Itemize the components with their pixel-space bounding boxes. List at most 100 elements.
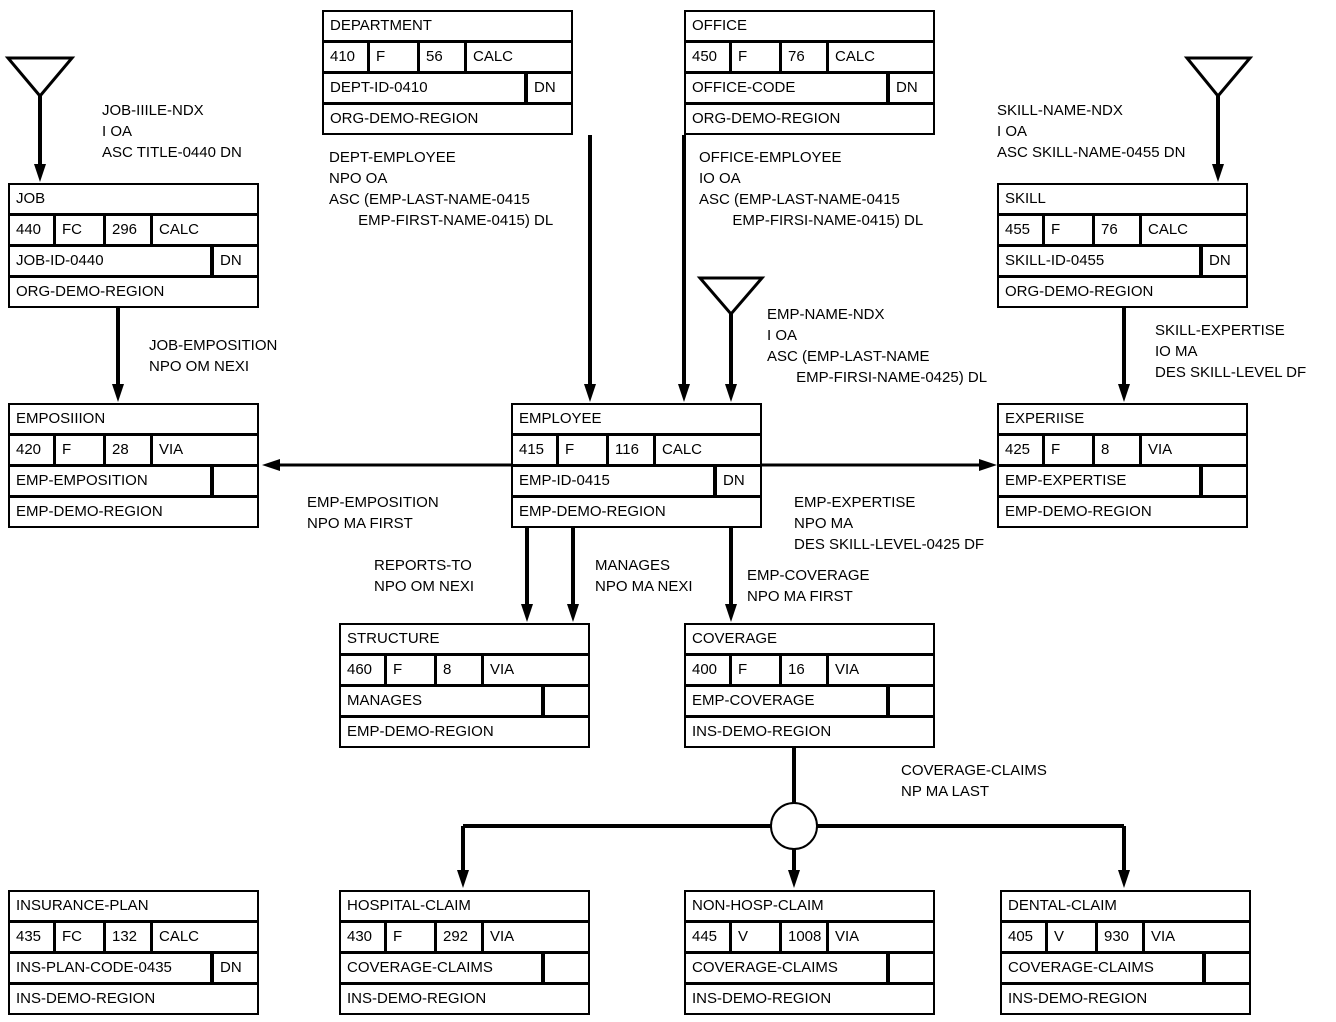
record-length: 16 (782, 656, 829, 684)
duplicates-option (1199, 467, 1246, 495)
record-length: 56 (420, 43, 467, 71)
area-name: EMP-DEMO-REGION (1005, 503, 1152, 520)
location-mode: VIA (1148, 441, 1173, 458)
record-name: COVERAGE (692, 630, 778, 647)
duplicates-option (541, 687, 588, 715)
calc-key: OFFICE-CODE (692, 79, 796, 96)
record-length: 76 (782, 43, 829, 71)
location-mode: VIA (159, 441, 184, 458)
area-name: EMP-DEMO-REGION (347, 723, 494, 740)
record-type: F (370, 43, 420, 71)
calc-key: SKILL-ID-0455 (1005, 252, 1105, 269)
label-skill-name-ndx: SKILL-NAME-NDX I OA ASC SKILL-NAME-0455 … (997, 102, 1186, 161)
record-name: DEPARTMENT (330, 17, 432, 34)
record-type: V (732, 923, 782, 951)
area-name: ORG-DEMO-REGION (1005, 283, 1154, 300)
location-mode: VIA (1151, 928, 1176, 945)
record-length: 8 (437, 656, 484, 684)
label-emp-coverage: EMP-COVERAGE NPO MA FIRST (747, 567, 870, 605)
record-length: 76 (1095, 216, 1142, 244)
duplicates-option (210, 467, 257, 495)
record-name: STRUCTURE (347, 630, 440, 647)
record-id: 430 (341, 923, 387, 951)
label-manages: MANAGES NPO MA NEXI (595, 557, 693, 595)
label-emp-expertise: EMP-EXPERTISE NPO MA DES SKILL-LEVEL-042… (794, 494, 985, 553)
record-id: 440 (10, 216, 56, 244)
via-set: EMP-EXPERTISE (1005, 472, 1127, 489)
record-name: SKILL (1005, 190, 1046, 207)
area-name: INS-DEMO-REGION (347, 990, 487, 1007)
location-mode: CALC (473, 48, 514, 65)
location-mode: CALC (662, 441, 703, 458)
duplicates-option: DN (886, 74, 933, 102)
area-name: INS-DEMO-REGION (692, 990, 832, 1007)
duplicates-option: DN (210, 954, 257, 982)
record-type: V (1048, 923, 1098, 951)
record-type: F (387, 656, 437, 684)
label-dept-employee: DEPT-EMPLOYEE NPO OA ASC (EMP-LAST-NAME-… (329, 149, 554, 229)
calc-key: DEPT-ID-0410 (330, 79, 428, 96)
index-triangle-icon (4, 56, 76, 99)
label-reports-to: REPORTS-TO NPO OM NEXI (374, 557, 475, 595)
index-triangle-icon (1183, 56, 1254, 99)
record-id: 460 (341, 656, 387, 684)
calc-key: JOB-ID-0440 (16, 252, 104, 269)
area-name: EMP-DEMO-REGION (519, 503, 666, 520)
location-mode: CALC (159, 928, 200, 945)
record-type: F (387, 923, 437, 951)
location-mode: VIA (835, 928, 860, 945)
record-id: 410 (324, 43, 370, 71)
duplicates-option (541, 954, 588, 982)
record-name: DENTAL-CLAIM (1008, 897, 1117, 914)
duplicates-option: DN (210, 247, 257, 275)
via-set: EMP-COVERAGE (692, 692, 815, 709)
record-id: 400 (686, 656, 732, 684)
record-id: 405 (1002, 923, 1048, 951)
record-type: F (1045, 216, 1095, 244)
record-type: F (732, 656, 782, 684)
label-job-title-ndx: JOB-IIILE-NDX I OA ASC TITLE-0440 DN (102, 102, 242, 161)
area-name: EMP-DEMO-REGION (16, 503, 163, 520)
label-job-emposition: JOB-EMPOSITION NPO OM NEXI (149, 337, 278, 375)
label-office-employee: OFFICE-EMPLOYEE IO OA ASC (EMP-LAST-NAME… (699, 149, 924, 229)
record-id: 425 (999, 436, 1045, 464)
duplicates-option (886, 954, 933, 982)
area-name: INS-DEMO-REGION (1008, 990, 1148, 1007)
calc-key: EMP-ID-0415 (519, 472, 610, 489)
duplicates-option: DN (713, 467, 760, 495)
record-id: 415 (513, 436, 559, 464)
location-mode: VIA (490, 928, 515, 945)
location-mode: CALC (1148, 221, 1189, 238)
index-triangle-icon (696, 276, 766, 317)
label-coverage-claims: COVERAGE-CLAIMS NP MA LAST (901, 762, 1047, 800)
record-type: F (559, 436, 609, 464)
label-skill-expertise: SKILL-EXPERTISE IO MA DES SKILL-LEVEL DF (1155, 322, 1307, 381)
record-name: OFFICE (692, 17, 747, 34)
record-name: EMPOSIIION (16, 410, 106, 427)
record-type: F (1045, 436, 1095, 464)
duplicates-option: DN (524, 74, 571, 102)
via-set: COVERAGE-CLAIMS (347, 959, 493, 976)
location-mode: VIA (835, 661, 860, 678)
label-emp-name-ndx: EMP-NAME-NDX I OA ASC (EMP-LAST-NAME EMP… (767, 306, 988, 386)
duplicates-option: DN (1199, 247, 1246, 275)
record-id: 455 (999, 216, 1045, 244)
multi-member-set-connector-icon (770, 802, 818, 850)
duplicates-option (886, 687, 933, 715)
via-set: COVERAGE-CLAIMS (1008, 959, 1154, 976)
location-mode: CALC (835, 48, 876, 65)
record-length: 132 (106, 923, 153, 951)
calc-key: INS-PLAN-CODE-0435 (16, 959, 172, 976)
record-type: F (56, 436, 106, 464)
